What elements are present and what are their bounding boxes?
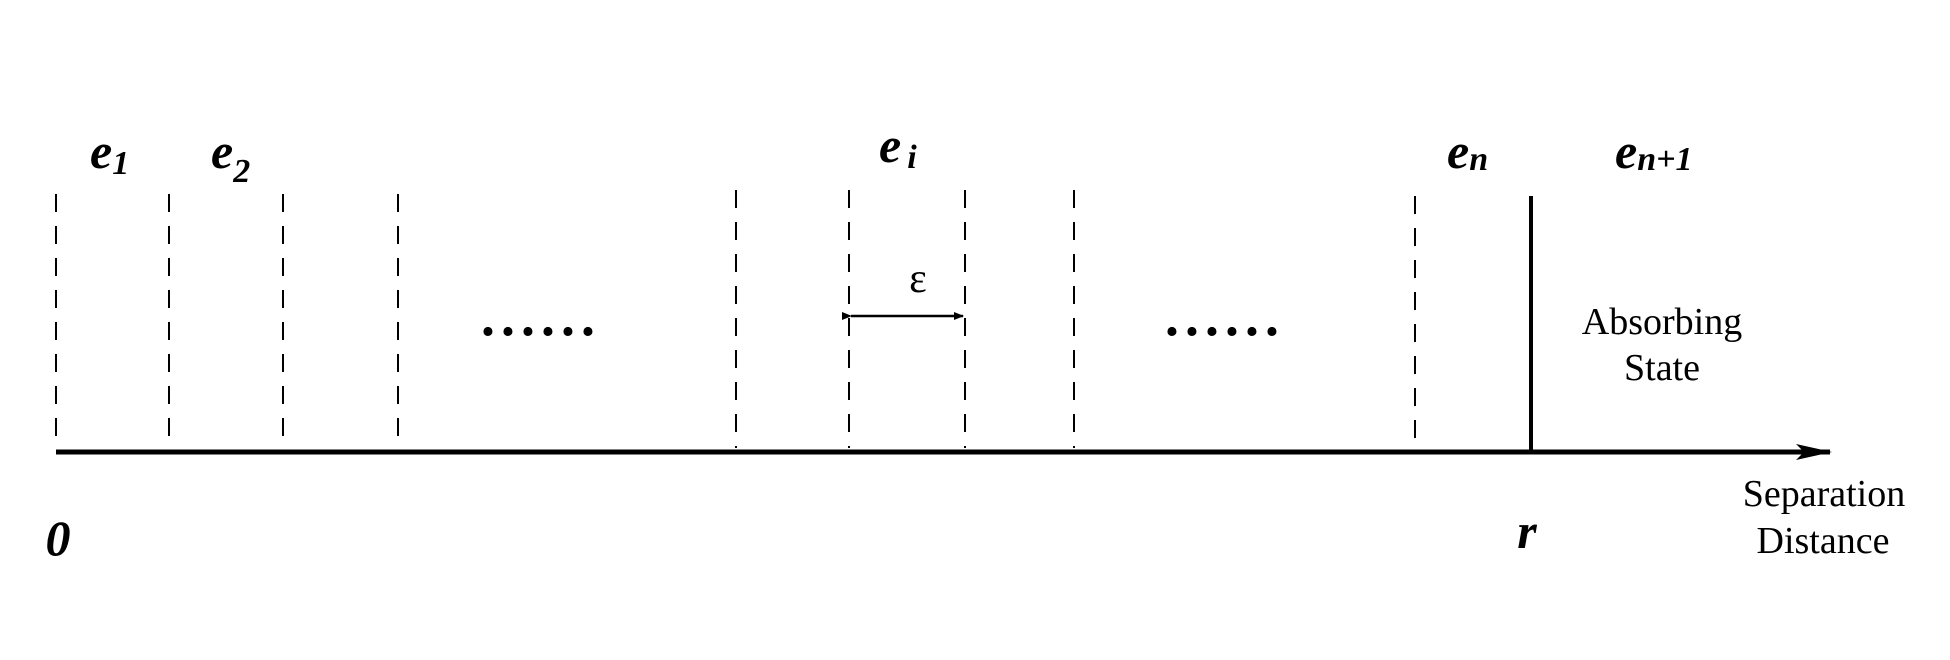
absorbing-state-line2: State [1624, 347, 1700, 389]
state-label-en: en [1447, 123, 1488, 179]
axis-label-line2: Distance [1757, 520, 1890, 562]
epsilon-label: ε [909, 256, 927, 302]
state-label-en1: en+1 [1615, 123, 1693, 179]
state-label-e2: e2 [211, 123, 250, 190]
origin-label: 0 [46, 510, 71, 566]
axis-label-line1: Separation [1743, 473, 1906, 515]
r-label: r [1517, 503, 1537, 559]
absorbing-state-line1: Absorbing [1582, 301, 1742, 343]
state-label-e1: e1 [90, 123, 129, 182]
ellipsis-right: ...... [1167, 286, 1287, 348]
ellipsis-left: ...... [483, 286, 603, 348]
